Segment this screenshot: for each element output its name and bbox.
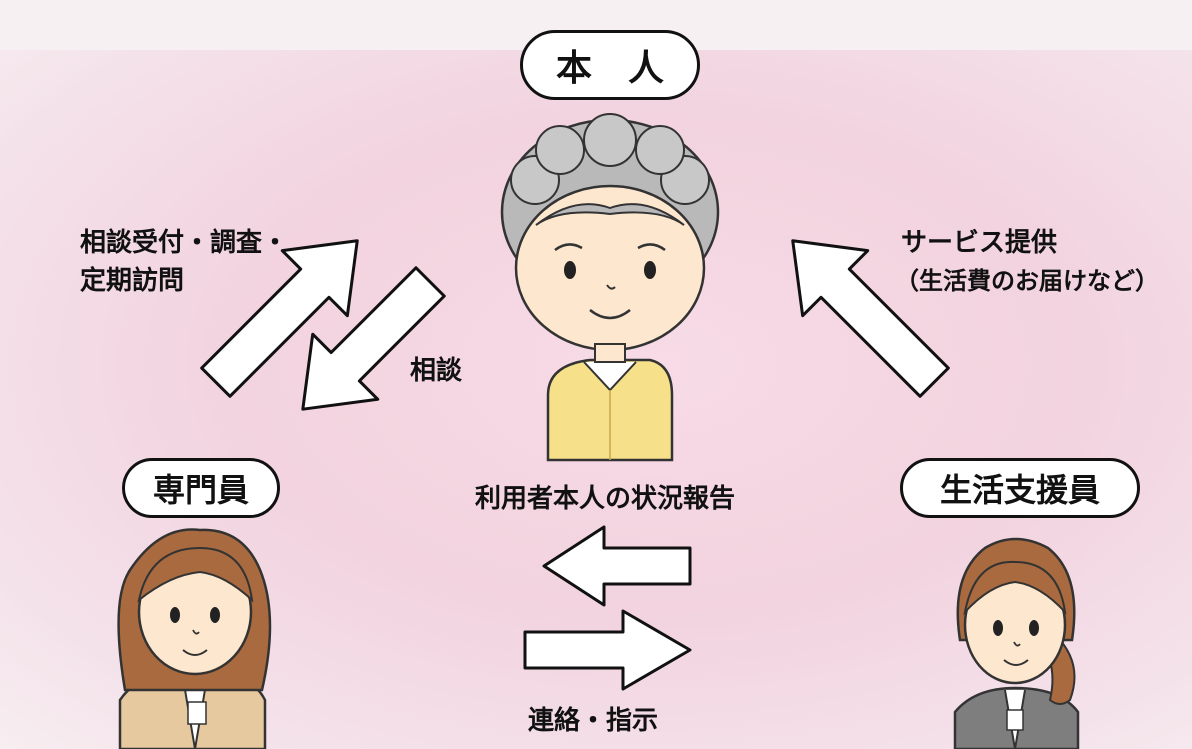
- role-support-staff-label: 生活支援員: [939, 471, 1100, 509]
- arrow-consult: [301, 266, 446, 411]
- intake-label: 相談受付・調査・ 定期訪問: [80, 224, 288, 300]
- elderly-person-illustration: [500, 113, 720, 462]
- service-label-line2: （生活費のお届けなど）: [895, 267, 1159, 295]
- consult-label: 相談: [410, 356, 463, 386]
- arrow-status-report: [542, 525, 692, 607]
- arrow-contact-instruct: [523, 609, 692, 691]
- status-report-label: 利用者本人の状況報告: [475, 484, 736, 514]
- arrow-intake: [200, 239, 359, 398]
- service-label: サービス提供 （生活費のお届けなど）: [895, 224, 1159, 300]
- role-person-pill: 本 人: [520, 30, 700, 100]
- specialist-illustration: [117, 528, 272, 749]
- role-person-label: 本 人: [555, 48, 664, 89]
- arrow-service: [791, 239, 950, 398]
- contact-instruct-label: 連絡・指示: [528, 706, 659, 736]
- intake-label-line2: 定期訪問: [80, 266, 185, 296]
- support-staff-illustration: [953, 537, 1080, 749]
- role-support-staff-pill: 生活支援員: [900, 458, 1140, 518]
- intake-label-line1: 相談受付・調査・: [80, 228, 289, 258]
- role-specialist-label: 専門員: [152, 471, 249, 509]
- role-specialist-pill: 専門員: [122, 458, 280, 518]
- service-label-line1: サービス提供: [901, 228, 1058, 258]
